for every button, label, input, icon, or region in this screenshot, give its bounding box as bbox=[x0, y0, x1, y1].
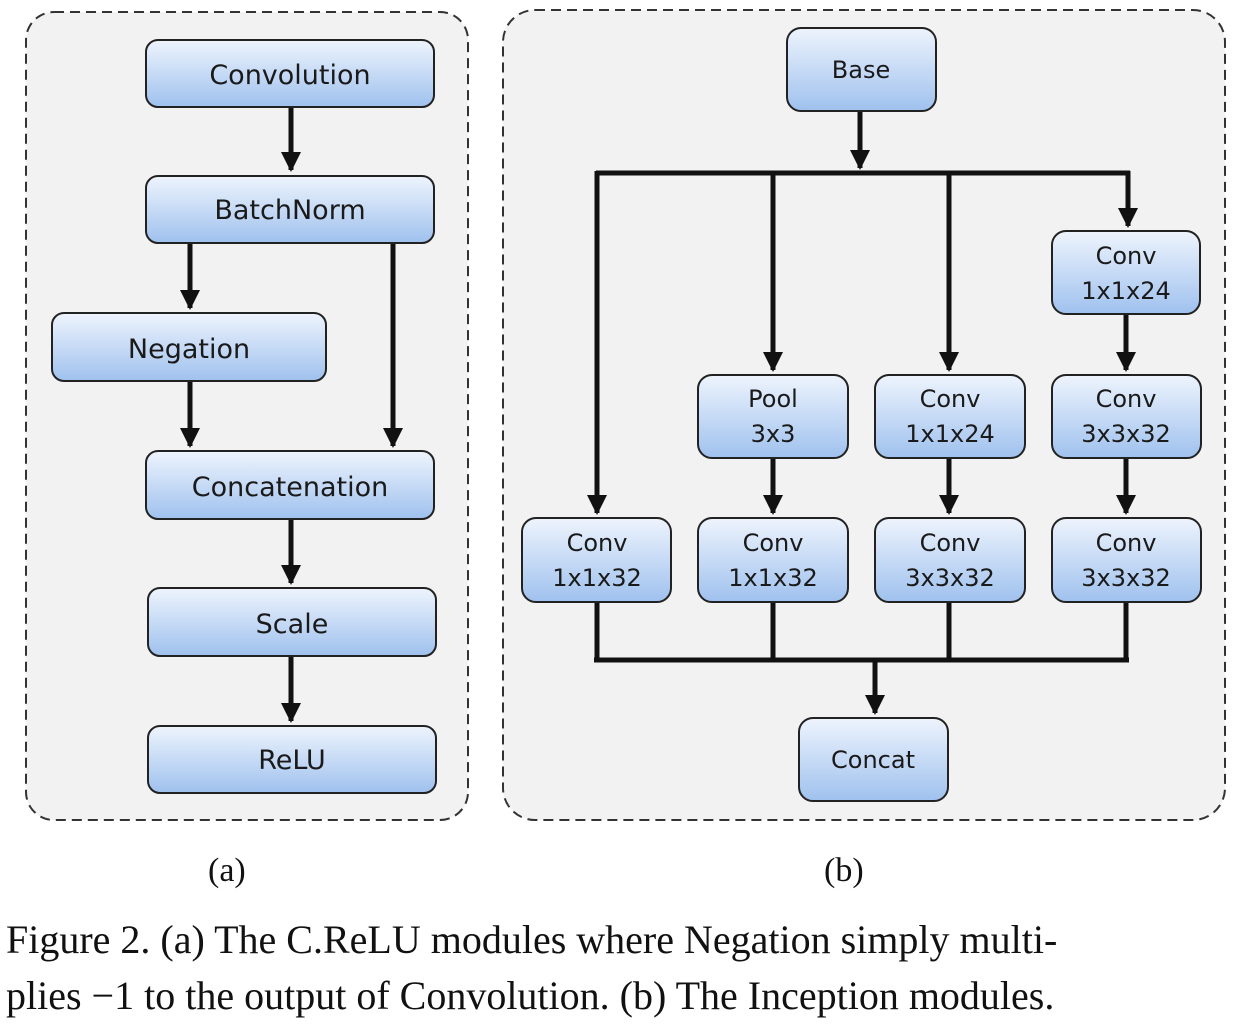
node-conv-3x3x32-d-line2: 3x3x32 bbox=[1081, 564, 1170, 592]
caption-line-2: plies −1 to the output of Convolution. (… bbox=[6, 973, 1055, 1018]
node-relu: ReLU bbox=[147, 725, 437, 794]
panel-b-label: (b) bbox=[824, 852, 864, 889]
node-conv-3x3x32-mid-line1: Conv bbox=[1096, 385, 1157, 413]
node-scale-label: Scale bbox=[256, 609, 329, 640]
node-pool-line1: Pool bbox=[748, 385, 798, 413]
node-concat-label: Concat bbox=[831, 746, 915, 774]
node-conv-1x1x24-top-line1: Conv bbox=[1096, 242, 1157, 270]
node-convolution-label: Convolution bbox=[209, 60, 370, 91]
panel-a-label: (a) bbox=[208, 852, 246, 889]
node-base-label: Base bbox=[832, 56, 890, 84]
node-negation: Negation bbox=[51, 312, 327, 382]
figure-caption: Figure 2. (a) The C.ReLU modules where N… bbox=[6, 912, 1238, 1024]
node-conv-1x1x24-mid-line2: 1x1x24 bbox=[905, 420, 994, 448]
node-pool: Pool 3x3 bbox=[697, 374, 849, 459]
node-conv-3x3x32-d: Conv 3x3x32 bbox=[1051, 517, 1202, 603]
node-base: Base bbox=[786, 27, 937, 112]
node-convolution: Convolution bbox=[145, 39, 435, 108]
node-conv-3x3x32-c: Conv 3x3x32 bbox=[874, 517, 1026, 603]
node-conv-1x1x32-a-line1: Conv bbox=[567, 529, 628, 557]
panel-a-frame bbox=[25, 11, 469, 821]
node-conv-3x3x32-c-line2: 3x3x32 bbox=[905, 564, 994, 592]
node-conv-1x1x24-mid-line1: Conv bbox=[920, 385, 981, 413]
node-conv-1x1x24-mid: Conv 1x1x24 bbox=[874, 374, 1026, 459]
caption-line-1: Figure 2. (a) The C.ReLU modules where N… bbox=[6, 917, 1058, 962]
node-concat: Concat bbox=[798, 717, 949, 802]
node-conv-1x1x32-a-line2: 1x1x32 bbox=[552, 564, 641, 592]
node-conv-1x1x24-top: Conv 1x1x24 bbox=[1051, 230, 1201, 315]
node-conv-1x1x24-top-line2: 1x1x24 bbox=[1081, 277, 1170, 305]
node-conv-1x1x32-b: Conv 1x1x32 bbox=[697, 517, 849, 603]
node-concatenation-label: Concatenation bbox=[192, 472, 388, 503]
node-conv-1x1x32-b-line1: Conv bbox=[743, 529, 804, 557]
node-conv-3x3x32-mid: Conv 3x3x32 bbox=[1051, 374, 1202, 459]
panel-b-frame bbox=[502, 9, 1226, 821]
node-batchnorm-label: BatchNorm bbox=[214, 195, 365, 226]
node-scale: Scale bbox=[147, 587, 437, 657]
node-conv-1x1x32-b-line2: 1x1x32 bbox=[728, 564, 817, 592]
node-conv-3x3x32-mid-line2: 3x3x32 bbox=[1081, 420, 1170, 448]
node-negation-label: Negation bbox=[128, 334, 250, 365]
node-batchnorm: BatchNorm bbox=[145, 175, 435, 244]
node-conv-1x1x32-a: Conv 1x1x32 bbox=[521, 517, 672, 603]
node-pool-line2: 3x3 bbox=[751, 420, 796, 448]
node-conv-3x3x32-c-line1: Conv bbox=[920, 529, 981, 557]
node-conv-3x3x32-d-line1: Conv bbox=[1096, 529, 1157, 557]
node-relu-label: ReLU bbox=[258, 745, 326, 776]
node-concatenation: Concatenation bbox=[145, 450, 435, 520]
